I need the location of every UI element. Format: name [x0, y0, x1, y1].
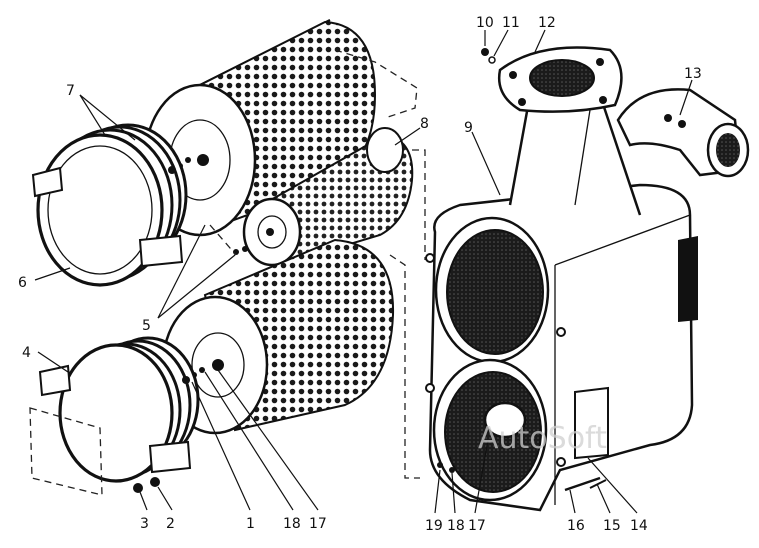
assembly-line-right: [412, 149, 426, 260]
assembly-line-lower: [389, 254, 420, 479]
callout-18-left: 18: [283, 516, 301, 532]
assembly-line-upper: [334, 49, 418, 119]
lower-cover: [29, 336, 200, 496]
callout-11: 11: [502, 15, 520, 31]
callout-6: 6: [18, 275, 27, 291]
callout-4: 4: [22, 345, 31, 361]
callout-12: 12: [538, 15, 556, 31]
callout-8: 8: [420, 116, 429, 132]
small-filter-cartridge: [233, 127, 414, 267]
callout-7: 7: [66, 83, 75, 99]
callout-labels: 7 6 4 5 8 9 10 11 12 13 3 2 1 18 17 19 1…: [18, 15, 702, 534]
filter-housing: [425, 46, 750, 512]
callout-10: 10: [476, 15, 494, 31]
callout-2: 2: [166, 516, 175, 532]
callout-9: 9: [464, 120, 473, 136]
callout-17-right: 17: [468, 518, 486, 534]
watermark-text: AutoSoft: [478, 421, 607, 456]
callout-17-left: 17: [309, 516, 327, 532]
upper-cover: [31, 123, 188, 287]
callout-19: 19: [425, 518, 443, 534]
callout-15: 15: [603, 518, 621, 534]
callout-3: 3: [140, 516, 149, 532]
callout-1: 1: [246, 516, 255, 532]
callout-13: 13: [684, 66, 702, 82]
leader-lines: [34, 29, 693, 514]
assembly-line-left: [209, 224, 237, 256]
callout-18-right: 18: [447, 518, 465, 534]
callout-16: 16: [567, 518, 585, 534]
callout-5: 5: [142, 318, 151, 334]
callout-14: 14: [630, 518, 648, 534]
